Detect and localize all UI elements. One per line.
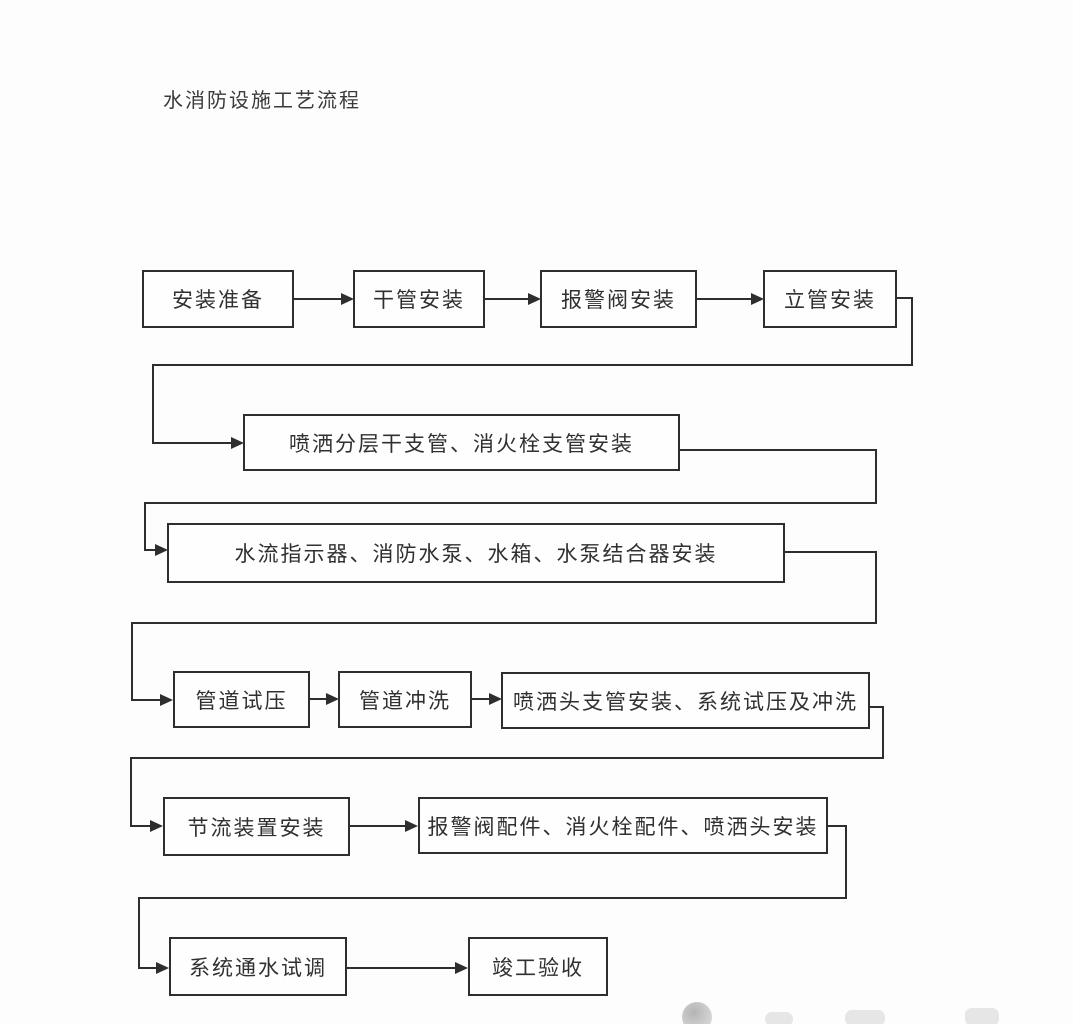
watermark-smudge (765, 1012, 793, 1024)
flow-node-system-water-test: 系统通水试调 (169, 937, 347, 996)
flow-node-install-prep: 安装准备 (142, 270, 294, 328)
connector-segment (130, 757, 132, 827)
connector-segment (870, 706, 884, 708)
connector-segment (152, 364, 154, 444)
watermark-smudge (965, 1008, 999, 1024)
arrowhead-icon (156, 962, 169, 974)
arrow-line (347, 967, 457, 969)
flow-node-main-pipe-install: 干管安装 (353, 270, 485, 328)
flow-node-throttle-device-install: 节流装置安装 (163, 797, 350, 856)
arrowhead-icon (155, 544, 168, 556)
flow-node-pipe-flushing: 管道冲洗 (338, 671, 472, 728)
connector-segment (130, 757, 884, 759)
arrowhead-icon (160, 694, 173, 706)
connector-segment (785, 551, 877, 553)
connector-segment (152, 364, 913, 366)
flow-node-pipe-pressure-test: 管道试压 (173, 671, 310, 728)
arrow-line (697, 298, 751, 300)
arrow-line (485, 298, 528, 300)
connector-segment (144, 502, 146, 551)
arrow-line (294, 298, 341, 300)
flow-node-sprinkler-branch-pipes: 喷洒分层干支管、消火栓支管安装 (243, 414, 680, 471)
connector-segment (897, 297, 913, 299)
arrowhead-icon (528, 293, 541, 305)
connector-segment (828, 825, 847, 827)
connector-segment (845, 825, 847, 899)
connector-segment (144, 502, 877, 504)
flow-node-completion-acceptance: 竣工验收 (468, 937, 608, 996)
arrow-line (472, 698, 490, 700)
arrowhead-icon (341, 293, 354, 305)
watermark-smudge (845, 1010, 885, 1024)
flow-node-fittings-install: 报警阀配件、消火栓配件、喷洒头安装 (418, 797, 828, 854)
arrowhead-icon (326, 693, 339, 705)
connector-segment (138, 897, 847, 899)
flow-node-indicator-pump-tank-install: 水流指示器、消防水泵、水箱、水泵结合器安装 (167, 523, 785, 583)
connector-segment (131, 622, 133, 701)
connector-segment (130, 825, 151, 827)
connector-segment (882, 706, 884, 759)
connector-segment (131, 699, 161, 701)
page-title: 水消防设施工艺流程 (163, 90, 361, 112)
arrow-line (350, 825, 406, 827)
connector-segment (875, 551, 877, 624)
connector-segment (875, 449, 877, 504)
flow-node-sprinkler-head-branch: 喷洒头支管安装、系统试压及冲洗 (501, 672, 870, 729)
connector-segment (131, 622, 877, 624)
arrow-line (310, 698, 327, 700)
arrowhead-icon (231, 437, 244, 449)
arrowhead-icon (751, 293, 764, 305)
arrowhead-icon (405, 820, 418, 832)
connector-segment (911, 297, 913, 366)
connector-segment (138, 967, 157, 969)
flow-node-riser-install: 立管安装 (763, 270, 897, 328)
flow-node-alarm-valve-install: 报警阀安装 (540, 270, 697, 328)
arrowhead-icon (455, 962, 468, 974)
arrowhead-icon (489, 693, 502, 705)
connector-segment (152, 442, 232, 444)
connector-segment (138, 897, 140, 969)
connector-segment (144, 549, 156, 551)
arrowhead-icon (150, 820, 163, 832)
watermark-logo-icon (682, 1002, 712, 1024)
connector-segment (680, 449, 877, 451)
